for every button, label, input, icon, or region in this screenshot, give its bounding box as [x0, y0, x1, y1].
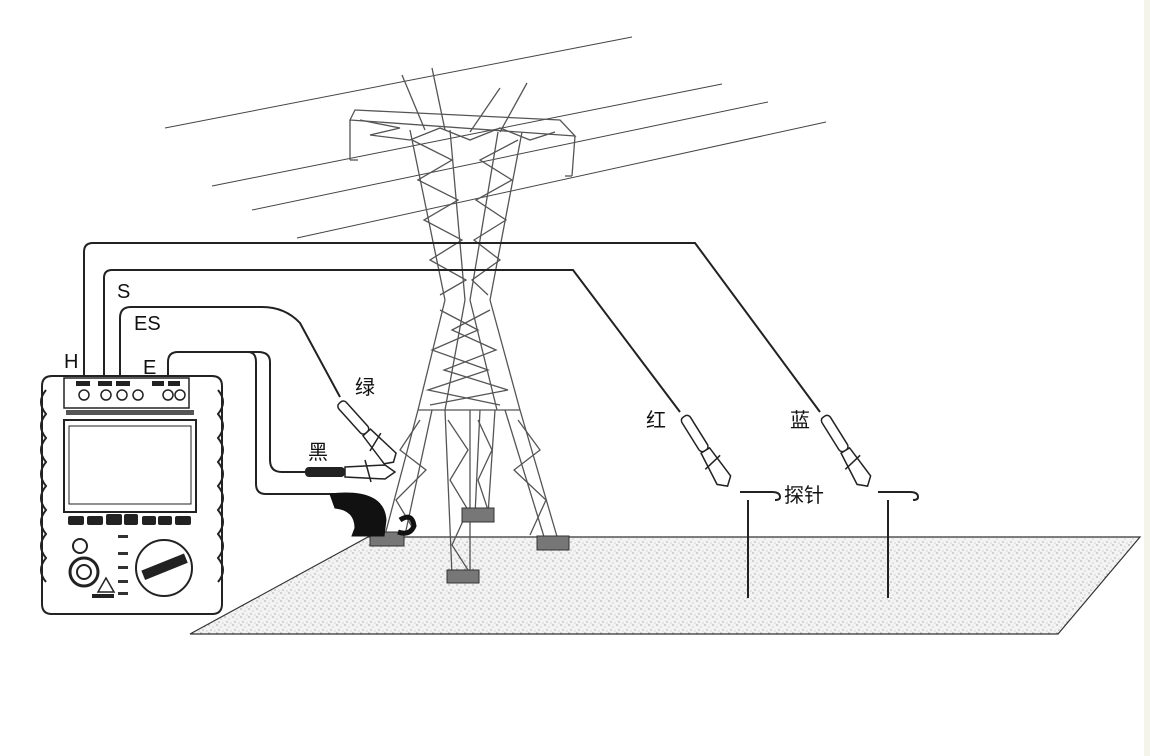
overhead-power-lines [164, 36, 827, 239]
terminal-e2 [174, 389, 186, 401]
earth-resistance-meter [40, 375, 224, 615]
label-es: ES [134, 313, 161, 335]
terminal-mid [132, 389, 144, 401]
label-green: 绿 [355, 375, 375, 399]
page-edge [1144, 0, 1150, 756]
tower-footings [369, 507, 570, 584]
terminal-e [162, 389, 174, 401]
e-lead-branch [247, 351, 345, 495]
terminal-h [78, 389, 90, 401]
terminal-es [116, 389, 128, 401]
black-clip [305, 459, 397, 483]
ground-probe-blue [878, 491, 920, 598]
label-blue: 蓝 [790, 408, 810, 432]
label-e: E [143, 357, 156, 379]
e-lead-wire [167, 351, 306, 473]
ground-conductor [329, 492, 387, 537]
green-clip [337, 400, 397, 465]
es-lead-wire [119, 306, 341, 398]
red-clip [680, 414, 732, 487]
ground-probe-red [740, 491, 782, 598]
label-black: 黑 [308, 440, 328, 464]
blue-clip [820, 414, 872, 487]
meter-buttons [68, 514, 191, 525]
warning-icon [96, 576, 116, 593]
s-lead-wire [103, 269, 681, 413]
label-h: H [64, 351, 78, 373]
transmission-tower [348, 67, 577, 576]
test-leads [83, 242, 821, 537]
label-s: S [117, 281, 130, 303]
h-lead-wire [83, 242, 821, 413]
label-probe: 探针 [784, 483, 824, 507]
power-button [72, 538, 88, 554]
ground-plane [189, 536, 1142, 635]
terminal-s [100, 389, 112, 401]
label-red: 红 [646, 408, 666, 432]
